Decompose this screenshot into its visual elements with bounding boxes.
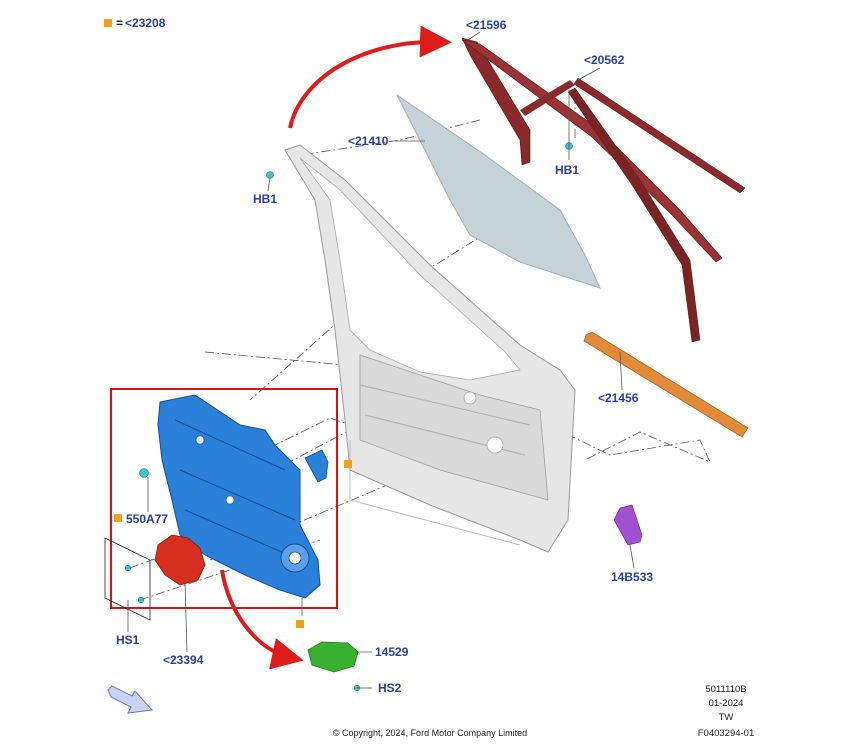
callout-hs1: HS1	[116, 633, 140, 647]
fastener-hs1-a-icon	[124, 564, 132, 572]
fastener-hb1-left-icon	[266, 171, 274, 179]
marker-square-icon	[114, 514, 122, 522]
callout-21410: <21410	[348, 134, 389, 148]
glass-run-channel	[461, 37, 746, 343]
callout-21456: <21456	[598, 391, 639, 405]
front-direction-arrow-icon	[107, 685, 154, 714]
legend-marker-icon	[104, 19, 112, 27]
fastener-hs1-b-icon	[137, 596, 145, 604]
marker-square-icon	[296, 620, 304, 628]
motor-move-arrow	[220, 569, 304, 670]
regulator-motor	[154, 534, 206, 586]
callout-14b533: 14B533	[611, 570, 653, 584]
shield-hs1-outline	[104, 537, 151, 621]
callout-20562: <20562	[584, 53, 625, 67]
legend-part-number: <23208	[125, 16, 166, 30]
copyright-notice: © Copyright, 2024, Ford Motor Company Li…	[333, 728, 527, 738]
window-glass	[396, 94, 601, 289]
fasteners	[124, 142, 573, 692]
callout-550a77: 550A77	[126, 512, 168, 526]
module-14529	[307, 641, 359, 673]
marker-square-icon	[344, 460, 352, 468]
callout-23394: <23394	[163, 653, 204, 667]
glass-move-arrow	[288, 25, 452, 129]
revision-date: 01-2024	[709, 698, 744, 709]
legend-equals: =	[116, 16, 123, 30]
fastener-550a77-icon	[139, 468, 149, 478]
revision-initials: TW	[719, 712, 734, 723]
figure-id: F0403294-01	[698, 728, 755, 739]
callout-14529: 14529	[375, 645, 409, 659]
door-shell	[284, 144, 576, 553]
callout-21596: <21596	[466, 18, 507, 32]
belt-weatherstrip	[583, 331, 749, 438]
callout-hb1-right: HB1	[555, 163, 579, 177]
revision-code: 5011110B	[705, 684, 746, 695]
leader-lines	[127, 31, 635, 689]
callout-hb1-left: HB1	[253, 192, 277, 206]
bracket-14b533	[613, 504, 643, 546]
regulator-highlight-box	[110, 388, 338, 609]
callout-hs2: HS2	[378, 681, 402, 695]
